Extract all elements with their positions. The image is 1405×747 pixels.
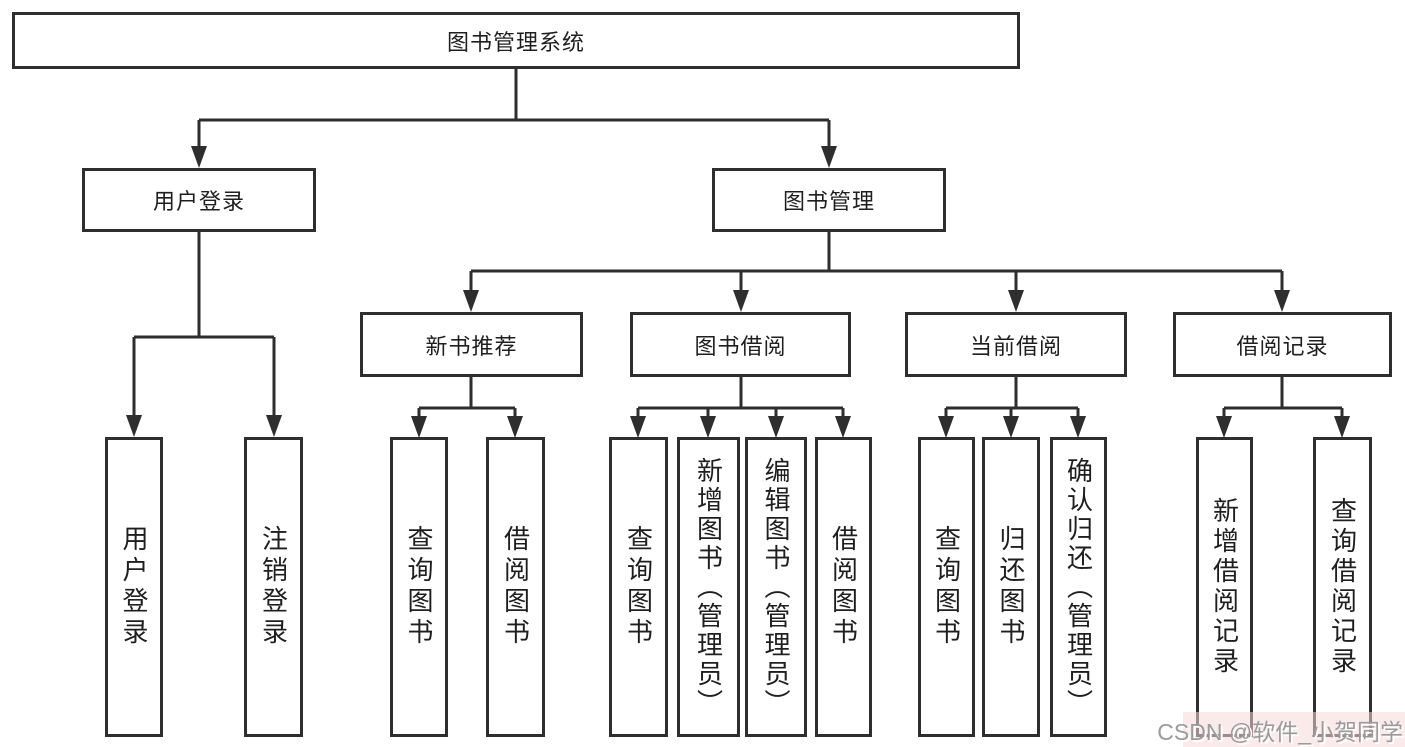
leaf-edit-book-label: 编辑图书（管理员） (761, 456, 791, 718)
leaf-query-book-2: 查询图书 (609, 437, 668, 737)
leaf-confirm-return-label: 确认归还（管理员） (1063, 456, 1094, 718)
leaf-add-borrow-record-label: 新增借阅记录 (1209, 497, 1240, 677)
leaf-edit-book: 编辑图书（管理员） (745, 437, 807, 737)
leaf-query-book-3: 查询图书 (918, 437, 975, 737)
leaf-borrow-book-2-label: 借阅图书 (828, 525, 859, 649)
node-book-borrow: 图书借阅 (630, 312, 851, 377)
arrowheads (126, 146, 1350, 438)
leaf-borrow-book-1: 借阅图书 (486, 437, 545, 737)
leaf-logout: 注销登录 (244, 437, 303, 737)
leaf-query-book-1: 查询图书 (390, 437, 448, 737)
leaf-return-book: 归还图书 (982, 437, 1040, 737)
node-current-borrow: 当前借阅 (905, 312, 1127, 377)
node-borrow-records: 借阅记录 (1173, 312, 1392, 377)
node-new-book-rec-label: 新书推荐 (425, 333, 518, 359)
node-book-borrow-label: 图书借阅 (694, 333, 787, 359)
node-user-login-label: 用户登录 (152, 189, 245, 214)
node-current-borrow-label: 当前借阅 (969, 333, 1062, 359)
node-book-mgmt: 图书管理 (712, 168, 946, 232)
watermark: CSDN @软件_小贺同学 (1157, 712, 1405, 747)
watermark-text: CSDN @软件_小贺同学 (1157, 718, 1403, 745)
leaf-borrow-book-2: 借阅图书 (815, 437, 872, 737)
node-root: 图书管理系统 (12, 12, 1020, 69)
leaf-query-borrow-record-label: 查询借阅记录 (1327, 497, 1358, 677)
leaf-return-book-label: 归还图书 (996, 525, 1026, 649)
leaf-logout-label: 注销登录 (258, 525, 289, 649)
leaf-query-book-2-label: 查询图书 (623, 525, 654, 649)
leaf-add-book-label: 新增图书（管理员） (693, 456, 724, 718)
node-borrow-records-label: 借阅记录 (1236, 333, 1329, 359)
node-user-login: 用户登录 (82, 168, 316, 232)
node-root-label: 图书管理系统 (446, 29, 585, 55)
leaf-add-borrow-record: 新增借阅记录 (1196, 437, 1253, 737)
leaf-query-book-3-label: 查询图书 (931, 525, 962, 649)
leaf-query-borrow-record: 查询借阅记录 (1313, 437, 1372, 737)
node-new-book-rec: 新书推荐 (360, 312, 583, 377)
leaf-confirm-return: 确认归还（管理员） (1050, 437, 1107, 737)
leaf-user-login: 用户登录 (105, 437, 163, 737)
leaf-query-book-1-label: 查询图书 (404, 525, 434, 649)
leaf-user-login-label: 用户登录 (119, 525, 149, 649)
leaf-borrow-book-1-label: 借阅图书 (500, 525, 531, 649)
node-book-mgmt-label: 图书管理 (782, 189, 875, 214)
leaf-add-book: 新增图书（管理员） (677, 437, 740, 737)
